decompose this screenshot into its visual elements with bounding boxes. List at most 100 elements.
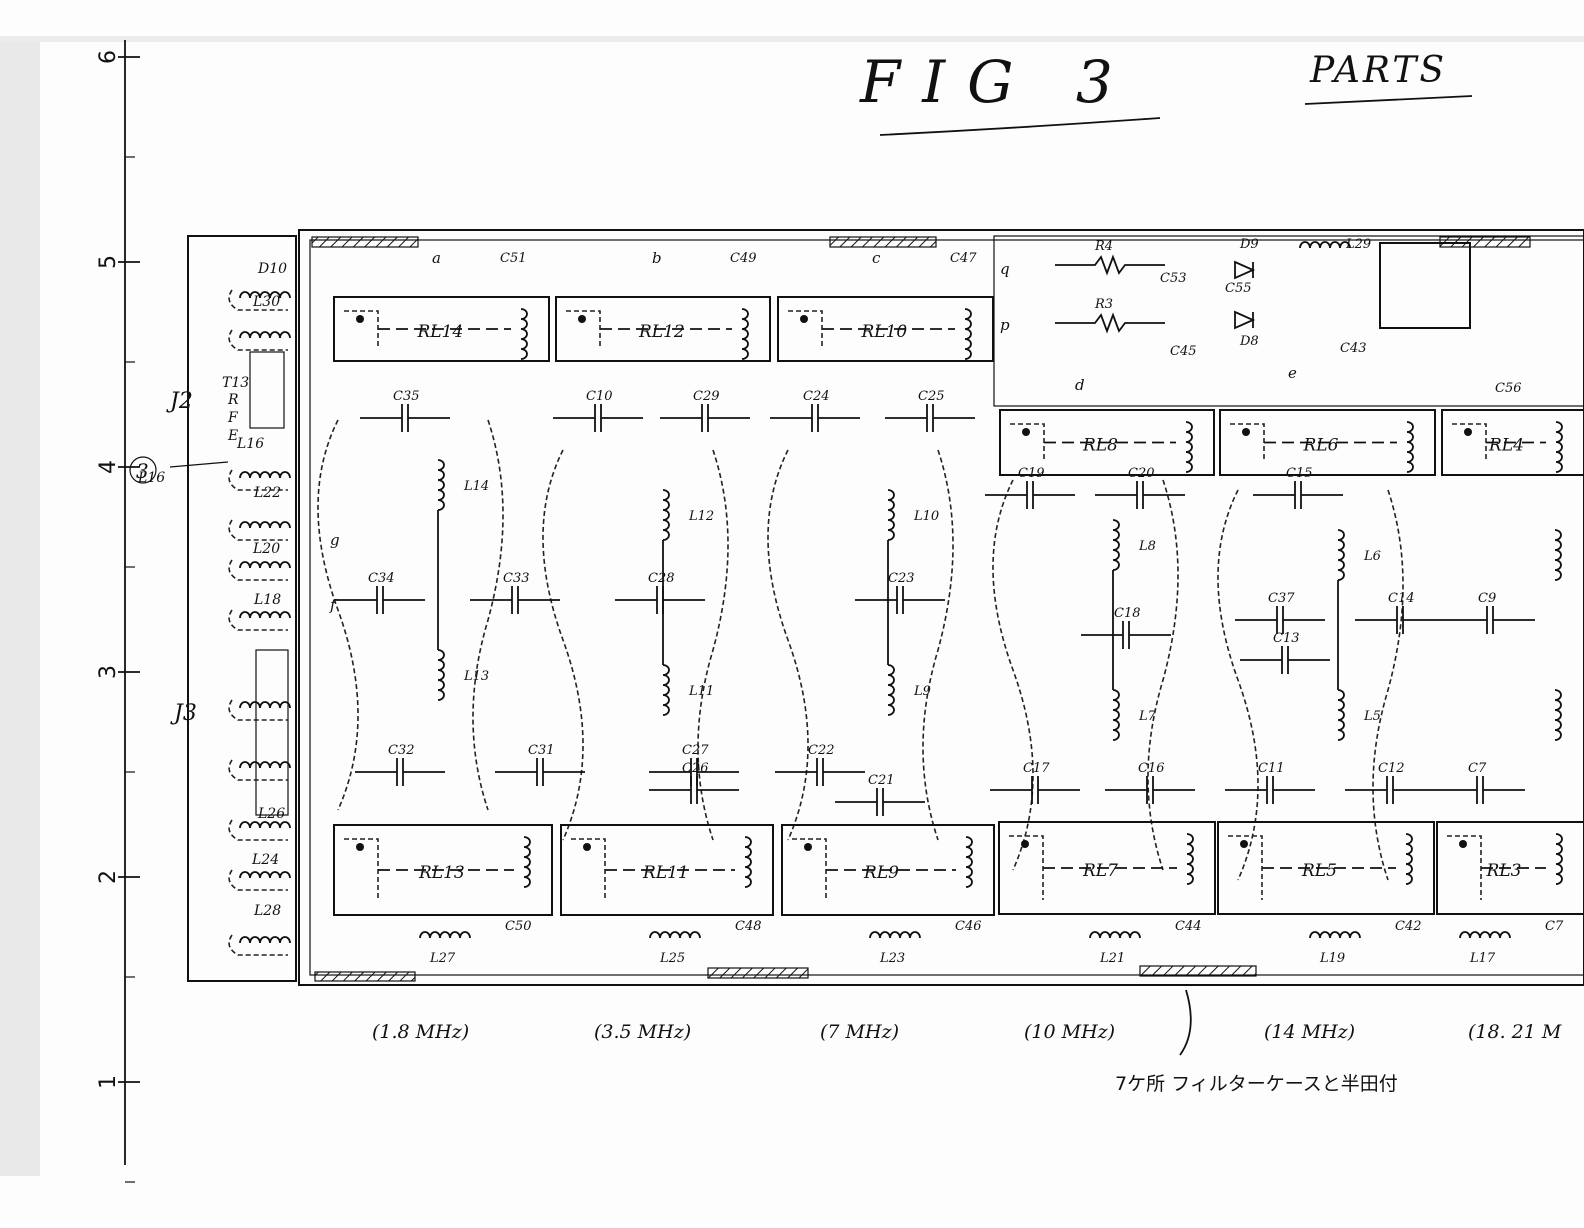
component-label: C21	[868, 773, 895, 788]
pcb-trace	[317, 419, 359, 811]
left-label: J3	[170, 701, 197, 726]
component-label: D9	[1239, 237, 1259, 252]
left-label: F	[227, 410, 239, 426]
choke-coil	[1309, 931, 1361, 939]
band-label: (7 MHz)	[820, 1021, 899, 1043]
node-label: a	[432, 249, 441, 267]
component-label: C32	[388, 743, 415, 758]
left-coil	[239, 331, 291, 339]
inductor-coil	[1337, 529, 1345, 581]
component-label: C24	[803, 389, 830, 404]
component-label: C16	[1138, 761, 1165, 776]
relay-top-contact-trace	[788, 310, 823, 347]
band-label: (3.5 MHz)	[594, 1021, 691, 1043]
relay-bottom-contact	[583, 843, 591, 851]
component-label: L19	[1319, 951, 1345, 966]
relay-top-label: RL14	[417, 322, 464, 342]
relay-bottom-coil	[744, 836, 752, 888]
component-label: C34	[368, 571, 395, 586]
inductor-coil	[437, 649, 445, 701]
node-label: q	[1000, 260, 1010, 278]
relay-bottom-coil	[965, 836, 973, 888]
component-label: C17	[1023, 761, 1050, 776]
relay-bottom-coil	[1186, 833, 1194, 885]
component-label: C45	[1170, 344, 1197, 359]
component-label: L14	[463, 479, 489, 494]
component-label: L6	[1363, 549, 1381, 564]
relay-top-contact	[1022, 428, 1030, 436]
solder-note: 7ケ所 フィルターケースと半田付	[1115, 989, 1398, 1095]
left-trace	[228, 329, 288, 351]
left-label: T13	[222, 375, 249, 391]
node-label: c	[872, 249, 881, 267]
diode-d9	[1234, 260, 1256, 280]
resistor-r3	[1055, 312, 1165, 334]
component-label: L10	[913, 509, 939, 524]
relay-bottom-contact-trace	[1009, 835, 1044, 900]
left-trace	[228, 934, 288, 956]
component-label: L27	[429, 951, 456, 966]
component-label: C42	[1395, 919, 1422, 934]
relay-top-contact	[356, 315, 364, 323]
component-label: C27	[682, 743, 709, 758]
component-label: C44	[1175, 919, 1202, 934]
relay-top-coil	[964, 308, 972, 360]
relay-bottom-coil	[1555, 833, 1563, 885]
node-label: d	[1075, 376, 1085, 394]
relay-top-box	[1441, 409, 1584, 476]
component-label: L25	[659, 951, 685, 966]
left-coil	[239, 611, 291, 619]
component-label: C23	[888, 571, 915, 586]
coil-l29	[1299, 241, 1351, 249]
component-label: C7	[1545, 919, 1564, 934]
scan-edge	[0, 36, 1584, 1176]
inductor-coil	[1337, 689, 1345, 741]
choke-coil	[1459, 931, 1511, 939]
left-label: D10	[257, 261, 287, 277]
relay-bottom-contact	[1021, 840, 1029, 848]
choke-coil	[869, 931, 921, 939]
left-label: L24	[251, 852, 279, 868]
component-label: C53	[1160, 271, 1187, 286]
relay-top-coil	[1406, 421, 1414, 473]
component-label: C14	[1388, 591, 1415, 606]
pcb-trace	[1372, 489, 1404, 881]
relay-bottom-label: RL11	[642, 863, 689, 883]
component-label: L5	[1363, 709, 1381, 724]
left-label: E	[227, 428, 238, 444]
component-label: C18	[1114, 606, 1141, 621]
inductor-coil	[1554, 529, 1562, 581]
left-trace	[228, 469, 288, 491]
pcb-trace	[992, 479, 1034, 871]
pcb-trace	[697, 449, 729, 841]
left-trace	[228, 289, 288, 311]
component-label: L8	[1138, 539, 1156, 554]
relay-top-coil	[1555, 421, 1563, 473]
relay-bottom-label: RL3	[1486, 861, 1522, 881]
component-label: C7	[1468, 761, 1487, 776]
component-label: D8	[1239, 334, 1259, 349]
relay-top-label: RL6	[1303, 436, 1339, 456]
left-coil	[239, 761, 291, 769]
pcb-trace	[1147, 479, 1179, 871]
inductor-coil	[887, 489, 895, 541]
case-solder-strip	[707, 967, 809, 979]
case-solder-strip	[1139, 965, 1257, 977]
band-label: (10 MHz)	[1024, 1021, 1115, 1043]
left-coil	[239, 821, 291, 829]
left-trace	[228, 819, 288, 841]
component-label: C22	[808, 743, 835, 758]
left-coil	[239, 291, 291, 299]
left-trace	[228, 519, 288, 541]
choke-coil	[1089, 931, 1141, 939]
left-label: L20	[252, 541, 280, 557]
left-label: L30	[252, 294, 280, 310]
relay-top-contact-trace	[344, 310, 379, 347]
relay-bottom-contact	[1459, 840, 1467, 848]
relay-bottom-box	[998, 821, 1216, 915]
ruler-tick-label: 4	[96, 460, 121, 474]
relay-top-label: RL8	[1082, 436, 1118, 456]
component-label: R3	[1094, 297, 1113, 312]
